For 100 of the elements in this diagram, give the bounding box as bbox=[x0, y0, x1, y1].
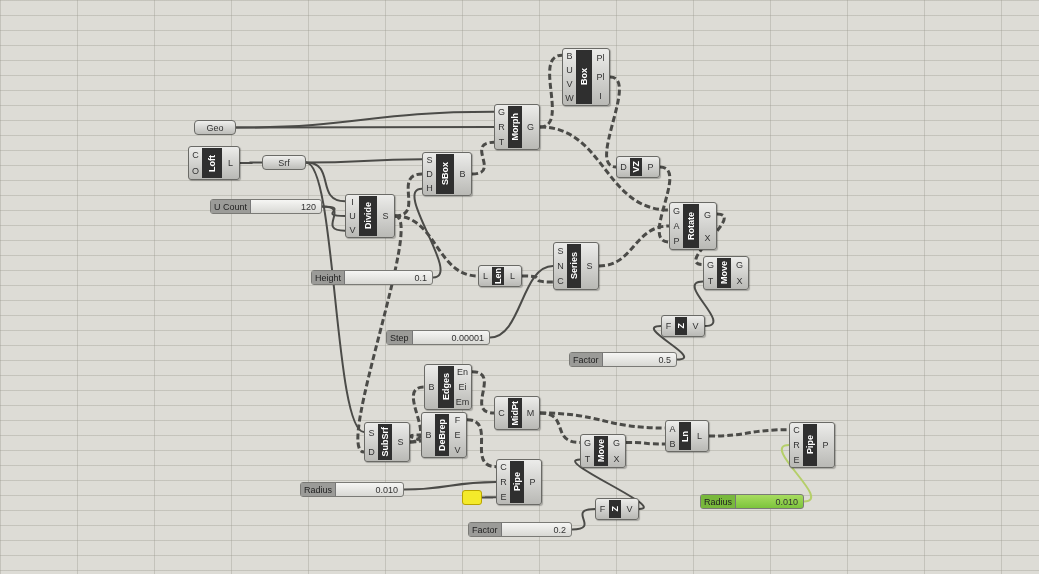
component-block bbox=[580, 434, 626, 468]
component-name: Box bbox=[579, 68, 589, 86]
port-label: I bbox=[351, 197, 354, 207]
wire bbox=[466, 418, 497, 469]
wire bbox=[708, 428, 790, 438]
component-block bbox=[478, 265, 522, 287]
component-block bbox=[553, 242, 599, 290]
port-label: C bbox=[498, 408, 505, 418]
port-label: V bbox=[454, 444, 461, 455]
slider-value: 0.1 bbox=[414, 271, 428, 284]
port-label: E bbox=[500, 491, 507, 502]
port-label: E bbox=[793, 454, 800, 465]
component-name: Len bbox=[493, 268, 503, 284]
component-name: SBox bbox=[440, 162, 450, 186]
port-label: V bbox=[626, 504, 633, 514]
wire bbox=[489, 265, 554, 339]
wire bbox=[481, 496, 497, 499]
port-label: U bbox=[349, 211, 356, 221]
wire bbox=[356, 214, 403, 454]
component-block bbox=[665, 420, 709, 452]
port-label: Pl bbox=[596, 53, 605, 64]
port-label: Pl bbox=[596, 72, 605, 82]
port-label: D bbox=[426, 169, 433, 179]
wire bbox=[321, 205, 346, 232]
port-label: C bbox=[500, 462, 507, 473]
port-label: T bbox=[498, 136, 505, 147]
port-label: S bbox=[557, 245, 564, 256]
wire bbox=[409, 433, 422, 444]
component-block bbox=[494, 104, 540, 150]
component-name: Loft bbox=[207, 154, 217, 172]
port-label: A bbox=[673, 221, 680, 231]
port-label: T bbox=[707, 276, 714, 286]
component-block bbox=[421, 412, 467, 458]
port-label: O bbox=[192, 166, 199, 176]
number-slider bbox=[386, 330, 490, 345]
slider-label: U Count bbox=[211, 200, 252, 213]
port-label: X bbox=[613, 454, 620, 464]
component-block bbox=[364, 422, 410, 462]
parameter-label: Srf bbox=[278, 157, 290, 168]
port-label: V bbox=[349, 225, 356, 235]
port-label: D bbox=[368, 446, 375, 457]
component-block bbox=[345, 194, 395, 238]
port-label: H bbox=[426, 183, 433, 193]
port-label: W bbox=[565, 93, 574, 103]
wire bbox=[394, 172, 423, 218]
port-label: G bbox=[673, 205, 680, 216]
number-slider bbox=[569, 352, 677, 367]
number-slider bbox=[468, 522, 572, 537]
port-label: G bbox=[736, 260, 743, 270]
slider-value: 0.2 bbox=[553, 523, 567, 536]
port-label: Em bbox=[455, 396, 470, 407]
port-label: F bbox=[599, 504, 606, 514]
port-label: S bbox=[368, 427, 375, 438]
port-label: V bbox=[692, 321, 699, 331]
component-name: Edges bbox=[441, 373, 451, 401]
port-label: B bbox=[459, 169, 466, 179]
slider-label: Height bbox=[312, 271, 345, 284]
component-block bbox=[496, 459, 542, 505]
port-label: X bbox=[704, 232, 711, 243]
port-label: C bbox=[557, 276, 564, 287]
parameter-block bbox=[262, 155, 306, 170]
number-slider bbox=[700, 494, 804, 509]
port-label: P bbox=[822, 440, 829, 450]
number-slider bbox=[210, 199, 322, 214]
wire bbox=[403, 481, 497, 491]
wire bbox=[539, 53, 563, 129]
port-label: Ei bbox=[458, 382, 467, 392]
port-label: S bbox=[397, 437, 404, 447]
component-block bbox=[661, 315, 705, 337]
port-label: P bbox=[647, 162, 654, 172]
slider-value: 0.010 bbox=[775, 495, 799, 508]
port-label: G bbox=[498, 107, 505, 118]
wire bbox=[235, 126, 495, 129]
component-name: Move bbox=[596, 439, 606, 463]
port-label: B bbox=[428, 382, 435, 392]
wire bbox=[598, 224, 670, 268]
component-block bbox=[789, 422, 835, 468]
slider-label: Radius bbox=[301, 483, 336, 496]
wire bbox=[626, 441, 665, 446]
port-label: T bbox=[584, 454, 591, 464]
parameter-block bbox=[194, 120, 236, 135]
component-name: Divide bbox=[363, 202, 373, 230]
slider-value: 0.010 bbox=[375, 483, 399, 496]
port-label: G bbox=[704, 209, 711, 220]
number-slider bbox=[311, 270, 433, 285]
port-label: S bbox=[586, 261, 593, 271]
port-label: C bbox=[793, 425, 800, 436]
component-name: Z bbox=[610, 506, 620, 512]
port-label: B bbox=[566, 51, 573, 61]
port-label: N bbox=[557, 261, 564, 271]
slider-value: 120 bbox=[300, 200, 317, 213]
slider-value: 0.00001 bbox=[451, 331, 485, 344]
slider-value: 0.5 bbox=[658, 353, 672, 366]
port-label: D bbox=[620, 162, 627, 172]
wire bbox=[305, 158, 423, 164]
port-label: L bbox=[697, 431, 702, 441]
port-label: F bbox=[665, 321, 672, 331]
wire bbox=[571, 508, 596, 531]
wire bbox=[471, 140, 495, 176]
wire bbox=[239, 161, 263, 164]
